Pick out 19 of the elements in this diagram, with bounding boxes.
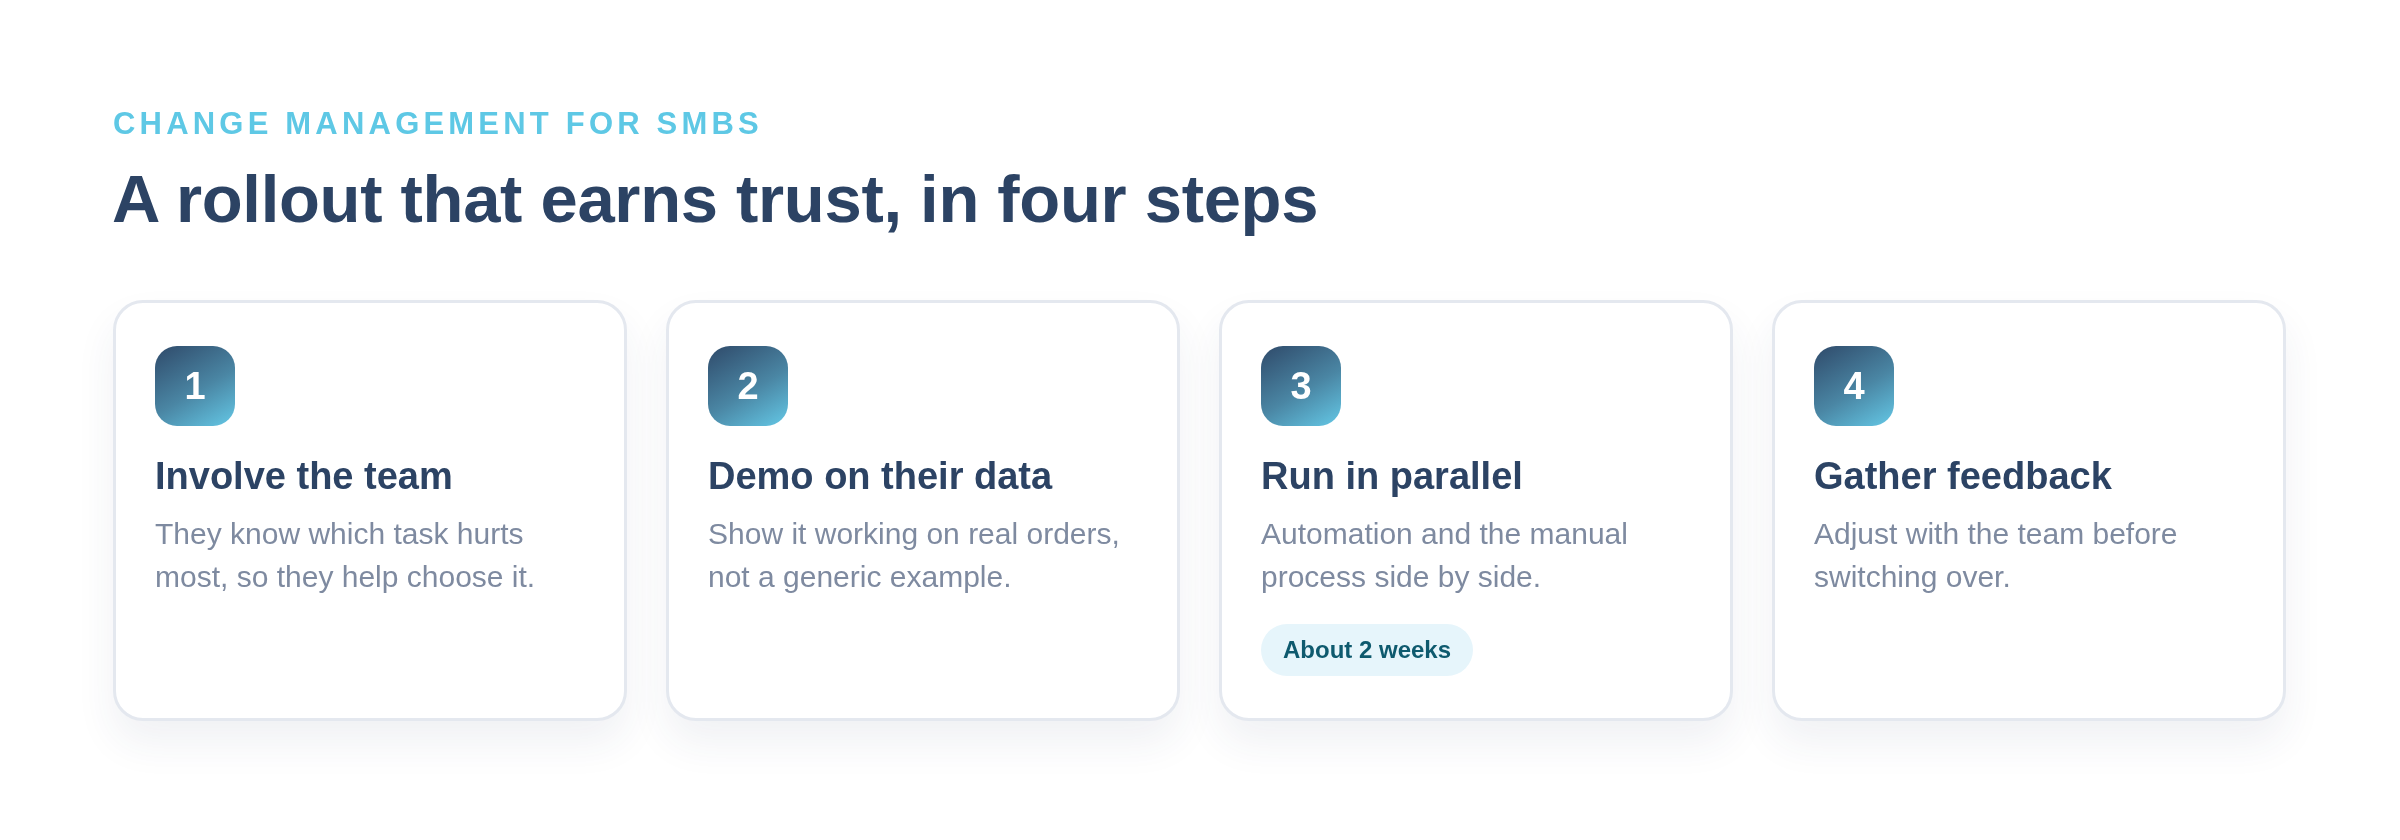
step-description: They know which task hurts most, so they help choose it. (155, 516, 537, 595)
step-card (666, 300, 1180, 721)
step-card (113, 300, 627, 721)
step-heading: Gather feedback (1814, 454, 2113, 499)
step-description: Adjust with the team before switching over. (1814, 516, 2179, 595)
eyebrow-text: CHANGE MANAGEMENT FOR SMBS (113, 106, 763, 142)
step-number-badge: 3 (1261, 346, 1341, 426)
page-title: A rollout that earns trust, in four steps (112, 160, 1319, 238)
step-heading: Demo on their data (708, 454, 1054, 499)
step-description: Show it working on real orders, not a generic example. (708, 516, 1121, 595)
duration-badge: About 2 weeks (1261, 624, 1474, 676)
step-card (1219, 300, 1733, 721)
step-number-badge: 4 (1814, 346, 1894, 426)
step-card (1772, 300, 2286, 721)
step-heading: Run in parallel (1261, 454, 1524, 499)
step-description: Automation and the manual process side by side. (1261, 516, 1629, 595)
step-number-badge: 2 (708, 346, 788, 426)
step-number-badge: 1 (155, 346, 235, 426)
step-heading: Involve the team (155, 454, 454, 499)
